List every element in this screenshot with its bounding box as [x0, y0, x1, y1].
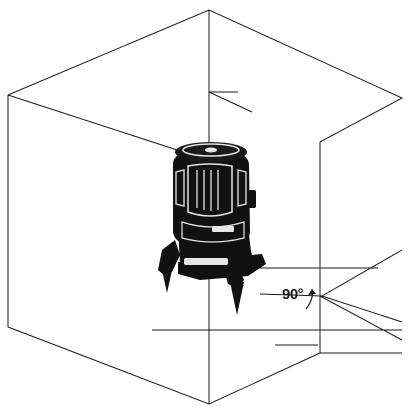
control-button — [212, 226, 234, 232]
top-front-edge — [7, 94, 209, 161]
inner-top-right — [208, 91, 253, 113]
window-slats — [196, 170, 219, 211]
base-highlight — [184, 258, 228, 265]
outer-box-top — [7, 9, 404, 143]
laser-level-device-icon — [158, 142, 266, 315]
side-knob — [248, 190, 256, 208]
cap-lens — [205, 147, 217, 153]
rotation-arrow-icon — [305, 288, 316, 310]
angle-label: 90° — [282, 286, 304, 303]
cap-ring — [182, 143, 240, 157]
floor-line-right-2 — [319, 295, 403, 341]
lower-panel — [181, 221, 245, 243]
device-window — [187, 163, 233, 217]
left-side-panel — [175, 169, 185, 207]
right-floor-cross — [321, 295, 403, 323]
laser-lines — [7, 9, 404, 405]
outer-box-front — [7, 95, 321, 405]
right-wall-line — [321, 249, 403, 297]
right-side-panel — [237, 169, 247, 207]
